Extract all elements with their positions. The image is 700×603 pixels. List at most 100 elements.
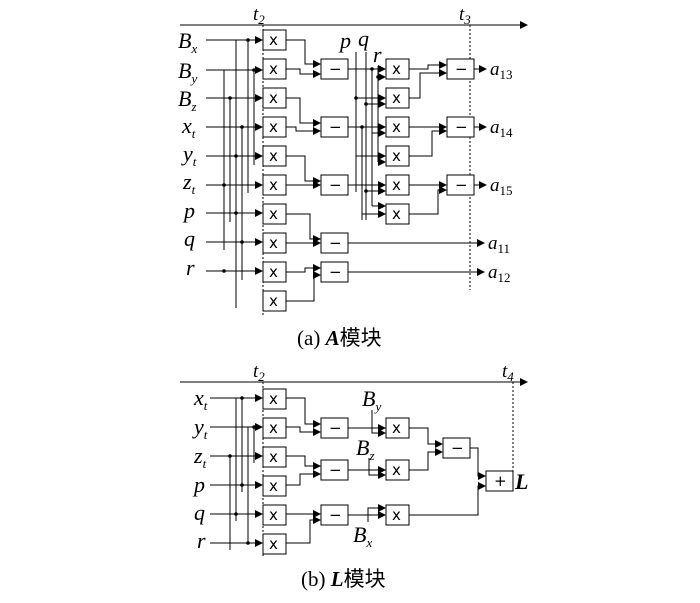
mult-block xyxy=(262,475,287,497)
mult-symbol: x xyxy=(269,477,278,495)
mult-symbol: x xyxy=(269,234,278,252)
input-bz-a: Bz xyxy=(178,86,197,114)
input-xt-b: xt xyxy=(193,385,208,413)
sub-symbol: − xyxy=(329,263,342,281)
inputs-a: Bx By Bz xt yt zt p q r xyxy=(178,28,197,280)
mult-symbol: x xyxy=(392,60,401,78)
input-zt-a: zt xyxy=(182,169,196,197)
sub-block xyxy=(442,437,471,459)
add-symbol: + xyxy=(494,472,507,490)
mult-symbol: x xyxy=(392,118,401,136)
input-by-a: By xyxy=(178,58,197,86)
input-p-b: p xyxy=(192,472,205,497)
mult-column-1-b: x x x x x x xyxy=(262,388,287,555)
input-r-a: r xyxy=(186,255,195,280)
mult-symbol: x xyxy=(269,535,278,553)
mult-symbol: x xyxy=(269,419,278,437)
mult-symbol: x xyxy=(392,461,401,479)
mid-input-r-a: r xyxy=(373,42,382,67)
sub-symbol: − xyxy=(455,60,468,78)
sub-symbol: − xyxy=(329,234,342,252)
panel-b: t2 t4 xt yt zt p q r xyxy=(180,361,528,591)
mult-symbol: x xyxy=(269,263,278,281)
sub-symbol: − xyxy=(455,176,468,194)
mid-input-q-a: q xyxy=(358,26,369,51)
mult-symbol: x xyxy=(392,89,401,107)
mult-symbol: x xyxy=(269,89,278,107)
input-yt-a: yt xyxy=(181,141,197,169)
t2-label-b: t2 xyxy=(253,361,265,384)
wires-col1-a xyxy=(286,39,321,302)
sub-symbol: − xyxy=(329,506,342,524)
mult-block xyxy=(262,446,287,468)
sub-column-1-a: − − − − − xyxy=(320,58,349,283)
mult-column-2-a: x x x x x x xyxy=(385,58,410,225)
sub-symbol: − xyxy=(329,461,342,479)
outputs-a: a13 a14 a15 a11 a12 xyxy=(488,59,513,285)
mult-symbol: x xyxy=(392,147,401,165)
sub-symbol: − xyxy=(329,176,342,194)
mult-block xyxy=(262,388,287,410)
output-l: L xyxy=(514,469,528,494)
mult-block xyxy=(262,417,287,439)
sub-symbol: − xyxy=(329,60,342,78)
input-r-b: r xyxy=(197,528,206,553)
panel-a: t2 t3 Bx By Bz xt yt zt p q r xyxy=(178,4,528,350)
mult-block xyxy=(262,504,287,526)
input-p-a: p xyxy=(182,198,195,223)
output-a12: a12 xyxy=(488,262,511,285)
output-a14: a14 xyxy=(490,117,513,140)
caption-a: (a) A模块 xyxy=(297,326,382,350)
mult-symbol: x xyxy=(269,390,278,408)
sub-symbol: − xyxy=(329,118,342,136)
mult-symbol: x xyxy=(269,448,278,466)
t4-label-b: t4 xyxy=(502,361,514,384)
wires-col2-b xyxy=(348,410,386,522)
output-a15: a15 xyxy=(490,175,513,198)
input-q-a: q xyxy=(184,226,195,251)
mult-symbol: x xyxy=(269,205,278,223)
t3-label-a: t3 xyxy=(459,4,471,27)
mid-input-bz-b: Bz xyxy=(356,435,375,463)
mult-symbol: x xyxy=(269,60,278,78)
sub-symbol: − xyxy=(455,118,468,136)
input-yt-b: yt xyxy=(192,414,208,442)
input-xt-a: xt xyxy=(181,113,196,141)
mult-block xyxy=(262,533,287,555)
mult-symbol: x xyxy=(269,506,278,524)
output-a11: a11 xyxy=(488,233,510,256)
mult-column-1-a: x x x x x x x x x x xyxy=(262,29,287,312)
wires-col2-a xyxy=(348,52,386,220)
mult-symbol: x xyxy=(269,292,278,310)
mult-symbol: x xyxy=(269,147,278,165)
input-wires-b xyxy=(210,394,263,550)
sub-column-1-b: − − − xyxy=(320,417,349,526)
sub-symbol: − xyxy=(451,439,464,457)
output-a13: a13 xyxy=(490,59,513,82)
wires-col1-b xyxy=(286,397,321,544)
mult-symbol: x xyxy=(269,31,278,49)
mult-symbol: x xyxy=(392,176,401,194)
input-zt-b: zt xyxy=(193,443,207,471)
mult-symbol: x xyxy=(392,205,401,223)
wires-col3-b xyxy=(409,427,486,516)
mid-input-bx-b: Bx xyxy=(353,522,372,550)
mult-column-2-b: x x x xyxy=(385,417,410,526)
wires-col3-a xyxy=(409,61,447,215)
t2-label-a: t2 xyxy=(253,4,265,27)
caption-b: (b) L模块 xyxy=(301,567,386,591)
inputs-b: xt yt zt p q r xyxy=(192,385,208,553)
input-bx-a: Bx xyxy=(178,28,197,56)
mult-symbol: x xyxy=(392,506,401,524)
mult-symbol: x xyxy=(269,118,278,136)
mult-symbol: x xyxy=(392,419,401,437)
sub-symbol: − xyxy=(329,419,342,437)
mid-input-p-a: p xyxy=(338,28,351,53)
add-block xyxy=(485,470,514,492)
input-wires-a xyxy=(206,36,263,308)
mult-symbol: x xyxy=(269,176,278,194)
mid-input-by-b: By xyxy=(362,386,381,414)
sub-column-2-a: − − − xyxy=(446,58,475,196)
input-q-b: q xyxy=(194,500,205,525)
